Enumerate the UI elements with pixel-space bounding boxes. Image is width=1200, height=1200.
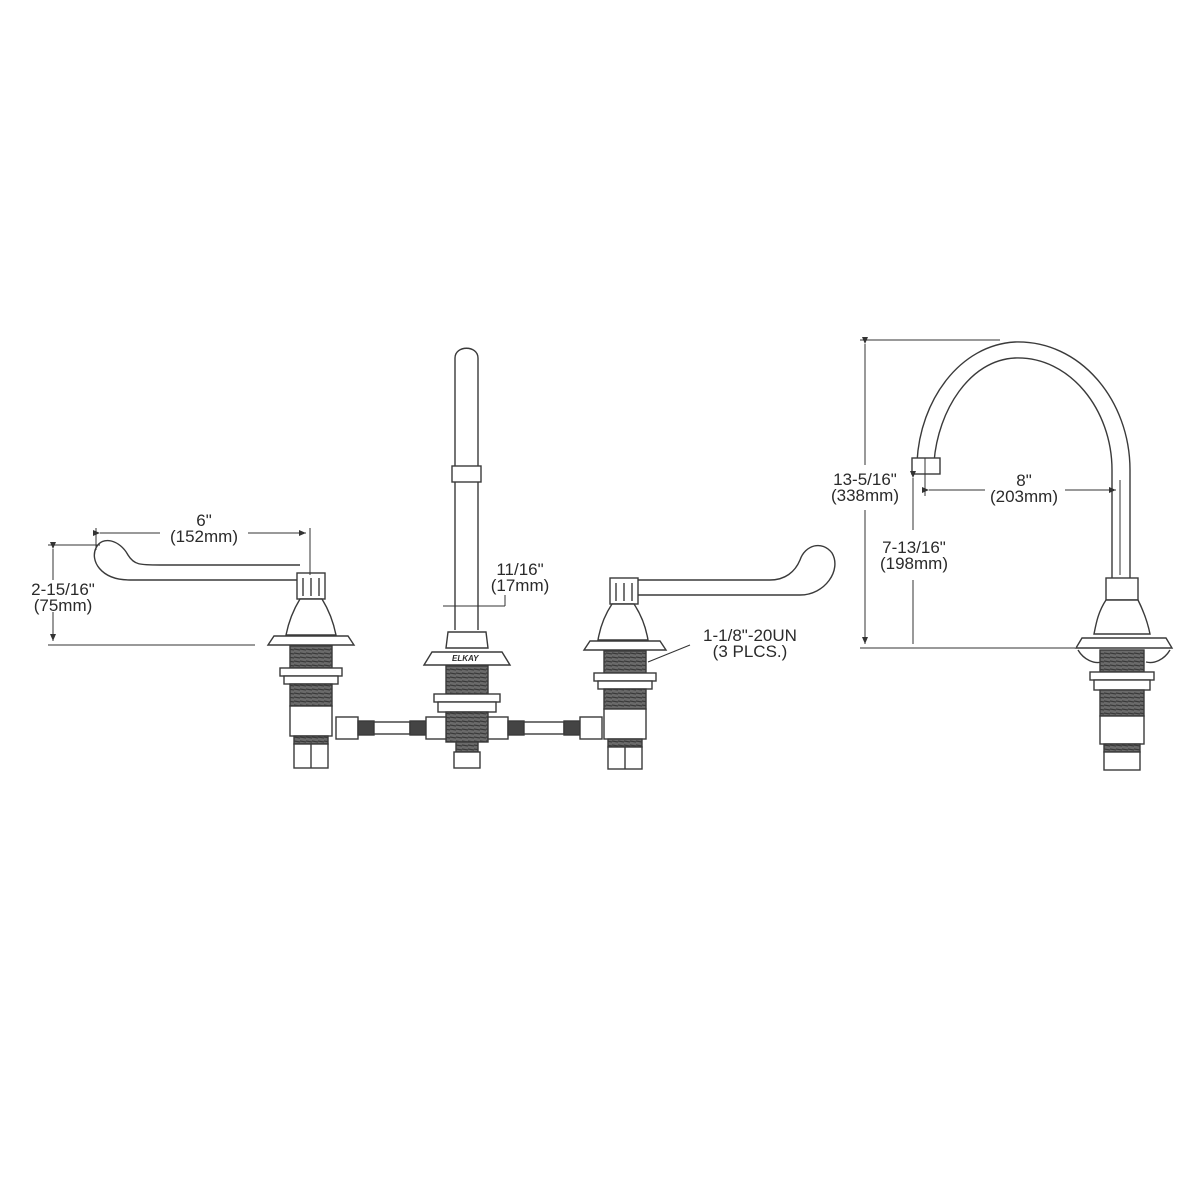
spout-height-imperial: 13-5/16" <box>833 470 897 489</box>
handle-height-label: 2-15/16" (75mm) <box>20 580 106 615</box>
handle-height-imperial: 2-15/16" <box>31 580 95 599</box>
spout-diameter-metric: (17mm) <box>490 576 550 595</box>
spout-reach-label: 8" (203mm) <box>976 471 1072 506</box>
spout-height-metric: (338mm) <box>830 486 899 505</box>
spout-clearance-metric: (198mm) <box>879 554 948 573</box>
side-view-spout <box>911 341 1174 771</box>
left-handle-valve <box>93 539 356 769</box>
dimension-lines <box>48 337 1121 663</box>
spout-height-label: 13-5/16" (338mm) <box>818 470 912 505</box>
supply-piping <box>335 716 603 740</box>
handle-length-metric: (152mm) <box>169 527 238 546</box>
spout-clearance-label: 7-13/16" (198mm) <box>868 538 960 573</box>
spout-reach-imperial: 8" <box>1016 471 1032 490</box>
thread-spec-label: 1-1/8"-20UN (3 PLCS.) <box>690 626 810 661</box>
spout-diameter-imperial: 11/16" <box>496 560 544 579</box>
right-handle-valve <box>582 544 836 770</box>
handle-height-metric: (75mm) <box>33 596 93 615</box>
handle-length-label: 6" (152mm) <box>158 511 250 546</box>
handle-length-imperial: 6" <box>196 511 212 530</box>
brand-mark: ELKAY <box>452 654 479 663</box>
thread-spec-size: 1-1/8"-20UN <box>703 626 797 645</box>
spout-diameter-label: 11/16" (17mm) <box>480 560 560 595</box>
spout-reach-metric: (203mm) <box>989 487 1058 506</box>
center-spout-front <box>422 347 512 769</box>
spout-clearance-imperial: 7-13/16" <box>882 538 946 557</box>
thread-spec-places: (3 PLCS.) <box>712 642 788 661</box>
